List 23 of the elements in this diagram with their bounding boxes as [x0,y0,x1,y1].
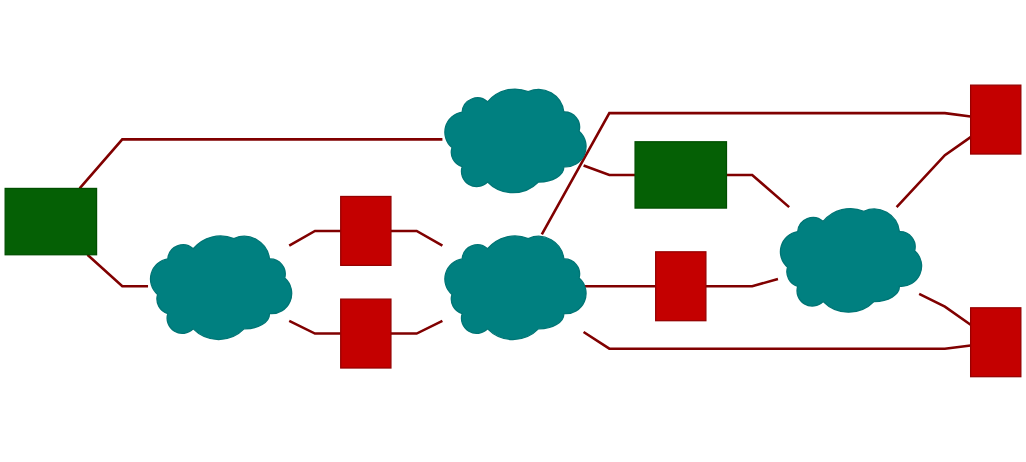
connector-line [583,285,656,288]
connector-line [582,331,971,351]
connector-line [583,164,636,177]
connector-line [705,277,779,288]
cloud-node [444,88,587,194]
cloud-node [779,208,923,313]
box-node [655,251,707,322]
connector-line [288,229,341,247]
box-node [340,195,392,267]
box-node [634,141,728,209]
cloud-node [444,235,587,341]
box-node [970,84,1022,155]
connector-line [390,319,443,335]
cloud-node [149,235,293,341]
connector-line [78,138,443,190]
connector-line [288,319,341,335]
box-node [970,307,1022,378]
connector-line [540,111,971,236]
box-node [4,187,98,256]
box-node [340,298,392,369]
connector-line [390,229,444,247]
connector-line [726,173,790,209]
connector-line [86,253,149,288]
